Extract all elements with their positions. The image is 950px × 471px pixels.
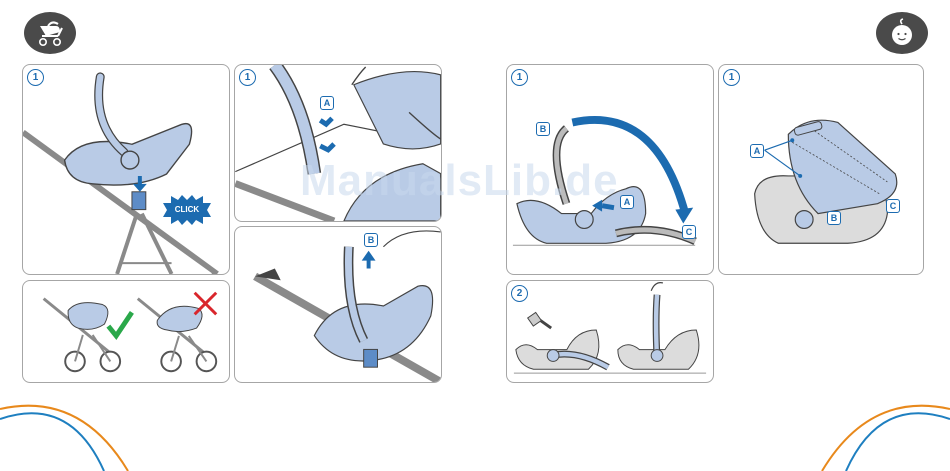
label-a: A xyxy=(320,96,334,110)
watermark: ManualsLib.de xyxy=(300,156,619,206)
panel-handle-positions: 2 xyxy=(506,280,714,383)
step-number: 1 xyxy=(511,69,528,86)
checkmark-icon xyxy=(108,312,132,336)
label-b: B xyxy=(536,122,550,136)
click-burst: CLICK xyxy=(163,195,211,225)
label-b: B xyxy=(364,233,378,247)
label-b: B xyxy=(827,211,841,225)
canopy-illustration xyxy=(719,65,923,274)
step-number: 1 xyxy=(27,69,44,86)
cross-icon xyxy=(195,293,217,315)
click-text: CLICK xyxy=(163,195,211,225)
panel-attach-seat: 1 CLICK xyxy=(22,64,230,275)
lift-seat-illustration xyxy=(235,227,441,382)
step-number: 2 xyxy=(511,285,528,302)
panel-canopy: 1 A B C xyxy=(718,64,924,275)
step-number: 1 xyxy=(723,69,740,86)
handle-positions-illustration xyxy=(507,281,713,382)
panel-correct-incorrect xyxy=(22,280,230,383)
decorative-swoosh-left xyxy=(0,395,140,471)
label-c: C xyxy=(886,199,900,213)
panel-lift-seat: B xyxy=(234,226,442,383)
stroller-icon xyxy=(24,12,76,54)
label-a: A xyxy=(750,144,764,158)
attach-seat-illustration xyxy=(23,65,229,274)
label-c: C xyxy=(682,225,696,239)
correct-incorrect-illustration xyxy=(23,281,229,382)
step-number: 1 xyxy=(239,69,256,86)
label-a: A xyxy=(620,195,634,209)
decorative-swoosh-right xyxy=(810,395,950,471)
baby-face-icon xyxy=(876,12,928,54)
